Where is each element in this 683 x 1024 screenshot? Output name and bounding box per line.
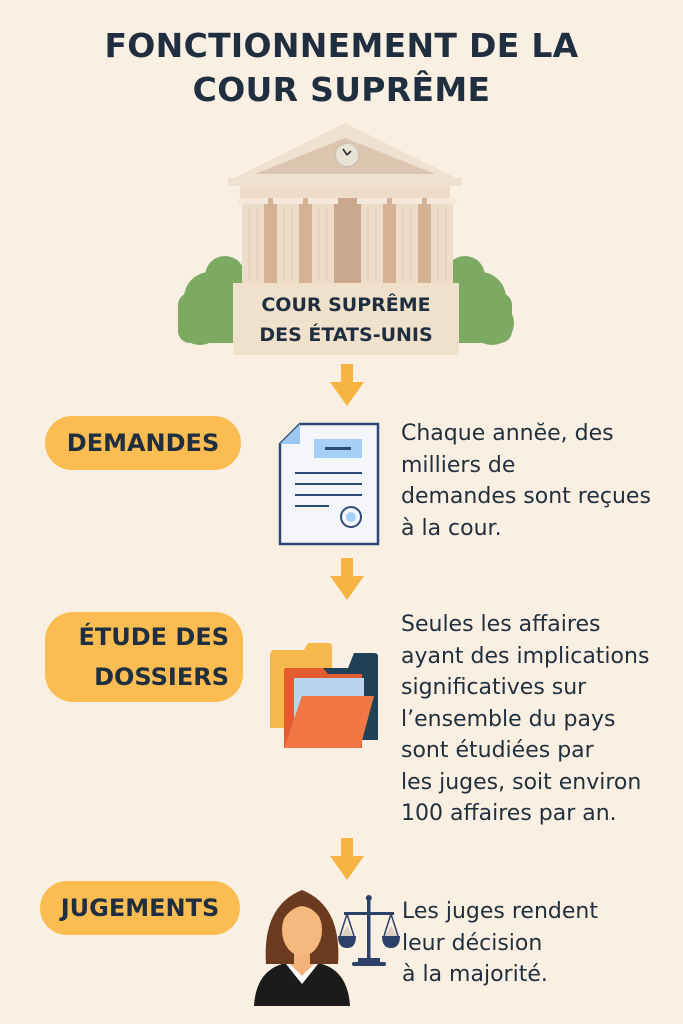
step-jugements-label: JUGEMENTS [60,894,220,922]
courthouse-icon [170,118,520,358]
document-icon [278,422,382,548]
step-jugements-badge: JUGEMENTS [40,881,240,935]
step-etude-badge: ÉTUDE DES DOSSIERS [45,612,243,702]
page-title: FONCTIONNEMENT DE LA COUR SUPRÊME [0,24,683,112]
step-jugements-description: Les juges rendent leur décision à la maj… [402,899,598,987]
step-etude-label-line-2: DOSSIERS [94,663,229,691]
step-etude-label-line-1: ÉTUDE DES [78,623,229,651]
arrow-down-icon [330,558,364,600]
step-demandes-label: DEMANDES [66,429,220,457]
courthouse-label: COUR SUPRÊME DES ÉTATS-UNIS [233,290,459,350]
step-etude-description: Seules les affaires ayant des implicatio… [401,612,650,826]
courthouse-label-line-2: DES ÉTATS-UNIS [259,324,433,346]
step-demandes-badge: DEMANDES [45,416,241,470]
title-line-2: COUR SUPRÊME [192,70,491,109]
judge-with-scales-icon [252,886,407,1008]
title-line-1: FONCTIONNEMENT DE LA [104,26,579,65]
arrow-down-icon [330,364,364,406]
arrow-down-icon [330,838,364,880]
step-demandes-description: Chaque annĕe, des milliers de demandes s… [401,421,651,541]
courthouse-label-line-1: COUR SUPRÊME [261,294,431,316]
folders-icon [268,642,383,750]
